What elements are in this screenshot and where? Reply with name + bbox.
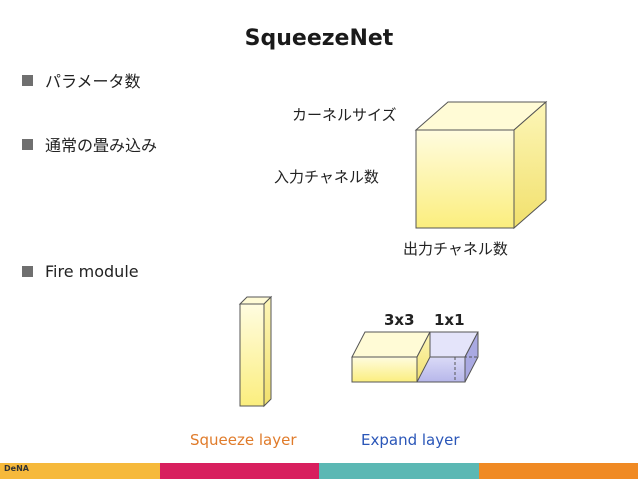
- footer-segment: [0, 463, 160, 479]
- label-output-channels: 出力チャネル数: [403, 240, 508, 258]
- footer-segment: [159, 463, 319, 479]
- caption-squeeze-layer: Squeeze layer: [190, 431, 297, 449]
- bullet-text: Fire module: [45, 262, 139, 281]
- bullet-text: 通常の畳み込み: [45, 136, 158, 155]
- bullet-square-icon: [22, 74, 33, 86]
- footer-color-bar: [0, 463, 638, 479]
- caption-expand-layer: Expand layer: [361, 431, 460, 449]
- squeeze-layer-prism: [238, 295, 273, 408]
- expand-layer-blocks: [351, 331, 479, 383]
- footer-segment: [478, 463, 638, 479]
- slide-title: SqueezeNet: [244, 26, 394, 51]
- label-input-channels: 入力チャネル数: [274, 168, 379, 186]
- bullet-parameters: パラメータ数: [22, 68, 141, 92]
- label-1x1: 1x1: [434, 311, 465, 329]
- bullet-text: パラメータ数: [45, 72, 141, 91]
- bullet-square-icon: [22, 266, 33, 277]
- conv-cube: [414, 100, 548, 230]
- bullet-fire-module: Fire module: [22, 262, 139, 281]
- dena-logo: DeNA: [4, 464, 29, 473]
- bullet-square-icon: [22, 138, 33, 150]
- footer-segment: [319, 463, 479, 479]
- label-kernel-size: カーネルサイズ: [292, 106, 397, 124]
- label-3x3: 3x3: [384, 311, 415, 329]
- bullet-normal-conv: 通常の畳み込み: [22, 132, 157, 156]
